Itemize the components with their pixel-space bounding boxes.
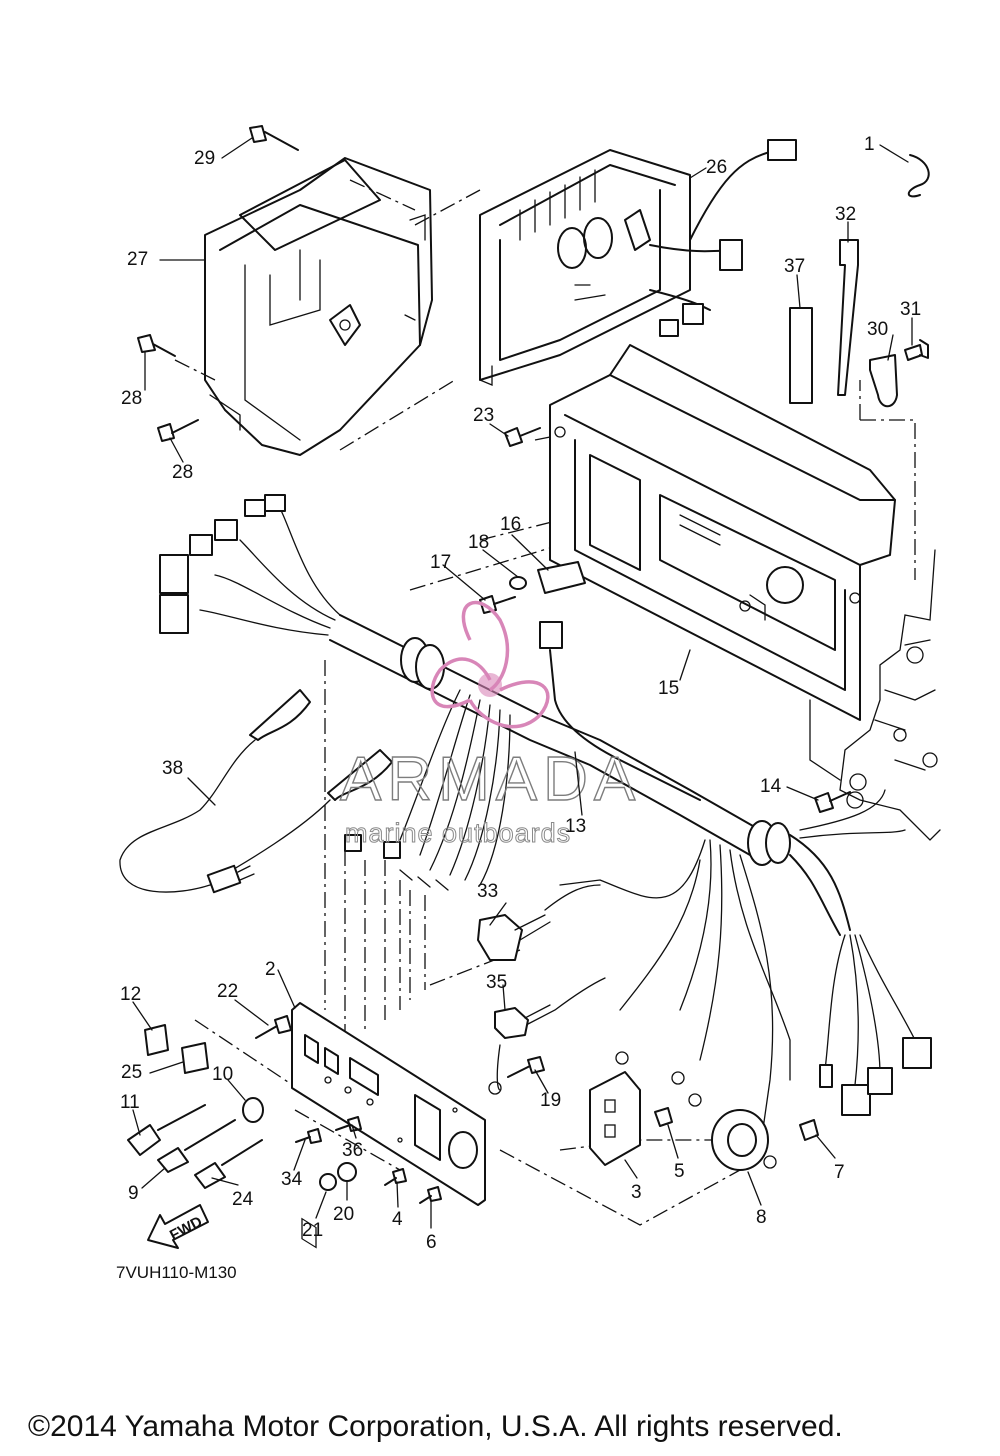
part-30-holder xyxy=(869,354,898,408)
leader-lines xyxy=(132,137,913,1229)
watermark-tagline: marine outboards xyxy=(345,818,571,848)
part-26-inverter-unit xyxy=(479,139,797,386)
callout-16: 16 xyxy=(500,514,521,535)
part-14-bolt xyxy=(814,791,851,813)
part-7-nut xyxy=(799,1119,819,1141)
callout-6: 6 xyxy=(426,1232,437,1253)
callout-11: 11 xyxy=(120,1092,140,1113)
callout-26: 26 xyxy=(706,157,727,178)
part-25-switch xyxy=(181,1042,209,1074)
callout-36: 36 xyxy=(342,1140,363,1161)
callout-1: 1 xyxy=(864,134,875,155)
part-17-screw xyxy=(479,595,516,614)
armada-logo-icon xyxy=(430,600,550,729)
part-11-lamp xyxy=(127,1104,206,1156)
watermark-brand: ARMADA xyxy=(340,745,641,814)
part-1-clip xyxy=(907,154,930,198)
part-36-screw xyxy=(335,1116,362,1132)
callout-28a: 28 xyxy=(121,388,142,409)
callout-27: 27 xyxy=(127,249,148,270)
part-34-screw xyxy=(295,1128,322,1144)
callout-21: 21 xyxy=(302,1220,323,1241)
callout-2: 2 xyxy=(265,959,276,980)
part-23-screw xyxy=(504,427,541,447)
part-20-nut xyxy=(337,1162,357,1182)
drawing-code: 7VUH110-M130 xyxy=(116,1263,237,1282)
part-4-screw xyxy=(384,1168,407,1186)
callout-10: 10 xyxy=(212,1064,233,1085)
part-22-screw xyxy=(255,1015,292,1039)
callout-33: 33 xyxy=(477,881,498,902)
callout-12: 12 xyxy=(120,984,141,1005)
small-parts xyxy=(127,125,930,1204)
callout-31: 31 xyxy=(900,299,921,320)
part-37-label xyxy=(789,307,813,404)
callout-17: 17 xyxy=(430,552,451,573)
engine-outline xyxy=(809,549,941,841)
part-18-washer xyxy=(509,576,527,590)
part-35-switch xyxy=(494,1007,529,1039)
callout-13: 13 xyxy=(565,816,586,837)
callout-8: 8 xyxy=(756,1207,767,1228)
part-28-bolt-b xyxy=(157,419,199,442)
callout-34: 34 xyxy=(281,1169,303,1190)
part-28-bolt-a xyxy=(137,334,176,357)
part-3-outlet xyxy=(589,1071,641,1166)
callout-25: 25 xyxy=(121,1062,142,1083)
part-32-cable-tie xyxy=(837,239,859,396)
callout-23: 23 xyxy=(473,405,494,426)
callout-22: 22 xyxy=(217,981,238,1002)
part-33-breaker xyxy=(477,914,523,961)
callout-30: 30 xyxy=(867,319,888,340)
part-10-grommet xyxy=(242,1097,264,1123)
callout-29: 29 xyxy=(194,148,215,169)
fwd-arrow: FWD xyxy=(147,1204,209,1249)
part-24-lamp xyxy=(194,1139,263,1189)
callout-28b: 28 xyxy=(172,462,193,483)
callout-24: 24 xyxy=(232,1189,254,1210)
callout-19: 19 xyxy=(540,1090,561,1111)
copyright-notice: ©2014 Yamaha Motor Corporation, U.S.A. A… xyxy=(28,1410,843,1443)
part-6-screw xyxy=(419,1186,442,1204)
part-27-housing xyxy=(204,157,433,456)
part-12-switch xyxy=(144,1024,169,1056)
callout-38: 38 xyxy=(162,758,183,779)
callout-3: 3 xyxy=(631,1182,642,1203)
part-5-nut xyxy=(654,1107,673,1127)
callouts: 1 2 3 4 5 6 7 8 9 10 11 12 13 14 15 16 1… xyxy=(120,134,921,1253)
part-29-bolt xyxy=(249,125,299,151)
callout-4: 4 xyxy=(392,1209,403,1230)
callout-18: 18 xyxy=(468,532,489,553)
callout-7: 7 xyxy=(834,1162,845,1183)
part-31-screw xyxy=(904,339,929,361)
callout-9: 9 xyxy=(128,1183,139,1204)
callout-5: 5 xyxy=(674,1161,685,1182)
callout-37: 37 xyxy=(784,256,805,277)
callout-35: 35 xyxy=(486,972,507,993)
part-15-frame xyxy=(549,344,896,721)
callout-20: 20 xyxy=(333,1204,354,1225)
armada-watermark: ARMADA marine outboards xyxy=(339,600,641,849)
part-8-receptacle xyxy=(711,1109,769,1171)
callout-32: 32 xyxy=(835,204,856,225)
part-38-power-cord xyxy=(119,689,393,894)
callout-14: 14 xyxy=(760,776,782,797)
part-19-screw xyxy=(507,1056,545,1078)
part-2-panel-plate xyxy=(291,1002,486,1249)
part-16-connector xyxy=(537,561,586,594)
part-21-nut xyxy=(319,1173,337,1191)
callout-15: 15 xyxy=(658,678,679,699)
